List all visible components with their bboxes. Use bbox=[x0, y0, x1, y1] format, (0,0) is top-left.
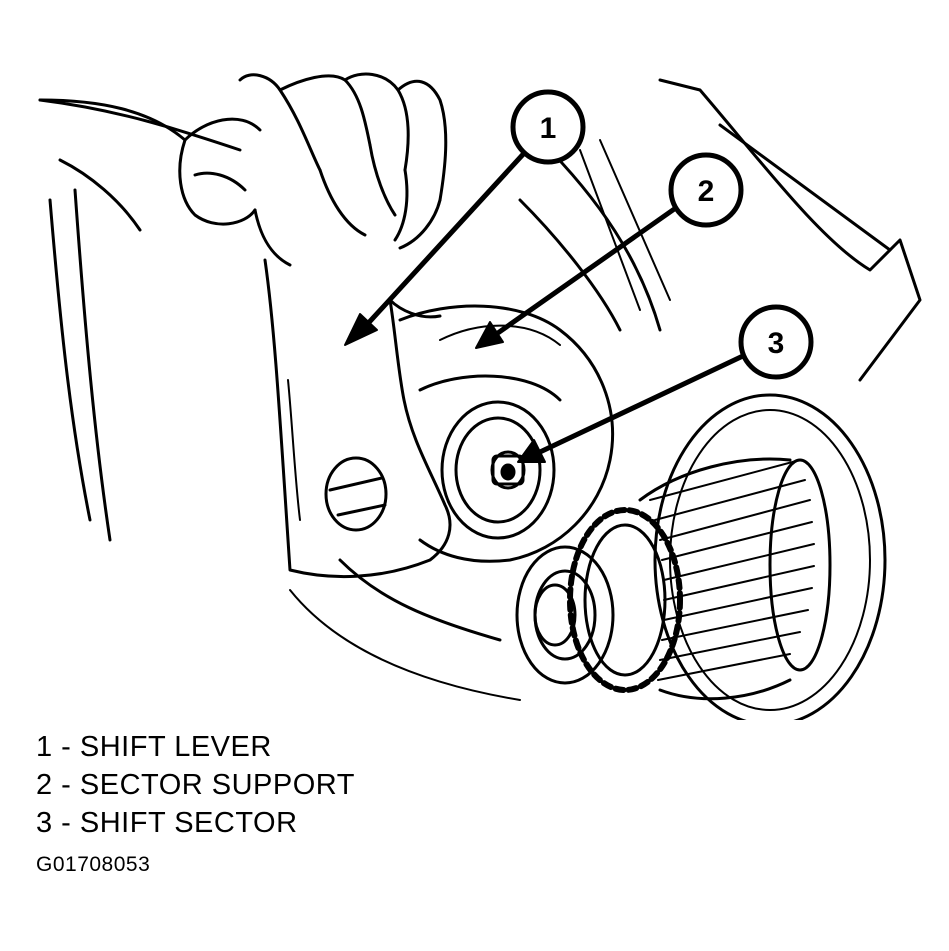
callout-3: 3 bbox=[738, 304, 814, 380]
transmission-illustration: 1 2 3 bbox=[38, 72, 922, 720]
callout-1: 1 bbox=[510, 89, 586, 165]
leader-arrow-2 bbox=[492, 202, 683, 338]
hand-outline bbox=[38, 72, 448, 267]
input-shaft bbox=[515, 393, 887, 720]
arrowhead-1 bbox=[344, 313, 378, 346]
figure-id: G01708053 bbox=[36, 853, 151, 876]
leader-arrow-3 bbox=[537, 352, 748, 455]
callout-1-number: 1 bbox=[540, 112, 557, 145]
shift-sector bbox=[490, 450, 526, 490]
legend-item-sector-support: 2 - SECTOR SUPPORT bbox=[36, 769, 355, 801]
legend-item-shift-sector: 3 - SHIFT SECTOR bbox=[36, 807, 298, 839]
arrowhead-2 bbox=[475, 321, 504, 349]
legend-item-shift-lever: 1 - SHIFT LEVER bbox=[36, 731, 272, 763]
legend: 1 - SHIFT LEVER 2 - SECTOR SUPPORT 3 - S… bbox=[36, 728, 355, 842]
leader-arrows bbox=[344, 147, 748, 463]
arrowhead-3 bbox=[517, 439, 546, 463]
callout-2-number: 2 bbox=[698, 175, 715, 208]
transmission-case bbox=[38, 78, 922, 701]
leader-arrow-1 bbox=[359, 147, 530, 333]
callout-3-number: 3 bbox=[768, 327, 785, 360]
shift-lever bbox=[263, 258, 452, 579]
sector-support bbox=[398, 304, 615, 563]
callout-2: 2 bbox=[668, 152, 744, 228]
